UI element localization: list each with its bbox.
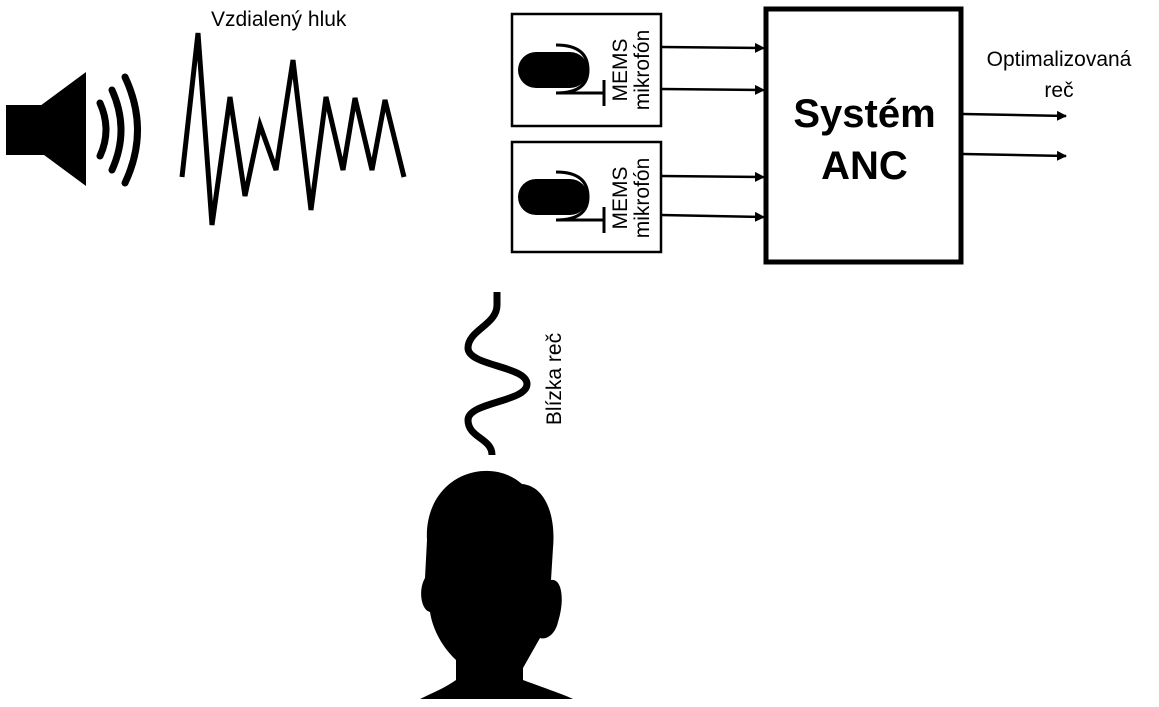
optimized-speech-label: Optimalizovaná reč [974, 44, 1144, 106]
mems-mic-label-2: MEMS mikrofón [609, 138, 656, 258]
near-speech-label: Blízka reč [543, 332, 566, 426]
speech-wave-icon [464, 292, 531, 456]
mems-mic-label-2-line1: MEMS [609, 166, 632, 230]
noise-wave-icon [179, 32, 407, 226]
mems-mic-box-1 [510, 12, 663, 128]
output-arrow-1 [962, 110, 1067, 121]
input-arrow-4 [660, 211, 765, 222]
distant-noise-label: Vzdialený hluk [211, 8, 347, 31]
optimized-speech-label-line1: Optimalizovaná [986, 48, 1132, 71]
input-arrow-2 [660, 84, 765, 95]
mems-mic-label-1-line2: mikrofón [631, 29, 654, 111]
microphone-icon [518, 170, 606, 233]
anc-system-label-line2: ANC [821, 144, 908, 188]
anc-system-label: Systém ANC [768, 88, 961, 192]
anc-system-label-line1: Systém [793, 92, 936, 136]
microphone-icon [518, 43, 606, 106]
optimized-speech-label-line2: reč [1044, 79, 1074, 102]
mems-mic-label-2-line2: mikrofón [631, 157, 654, 239]
anc-system-box [763, 6, 964, 265]
speaker-icon [6, 72, 141, 187]
mems-mic-label-1: MEMS mikrofón [609, 10, 656, 130]
mems-mic-box-2 [510, 140, 663, 254]
input-arrow-1 [660, 42, 765, 53]
mems-mic-label-1-line1: MEMS [609, 38, 632, 102]
input-arrow-3 [660, 171, 765, 182]
output-arrow-2 [962, 150, 1067, 161]
head-silhouette-icon [420, 470, 573, 699]
